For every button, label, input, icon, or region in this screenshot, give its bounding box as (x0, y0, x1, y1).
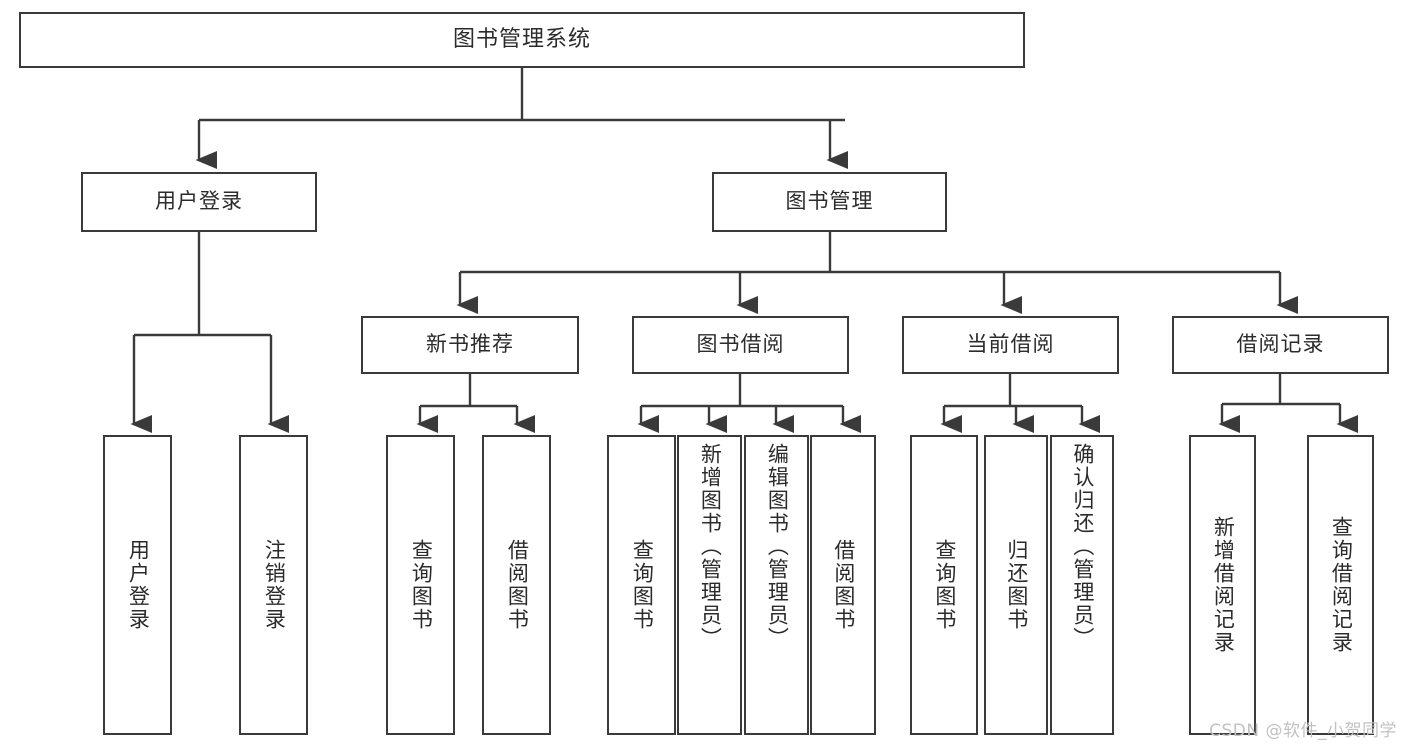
leaf-node[interactable]: 查询图书 (386, 435, 455, 735)
leaf-node[interactable]: 查询借阅记录 (1307, 435, 1374, 735)
node-book-management[interactable]: 图书管理 (712, 172, 947, 232)
leaf-node[interactable]: 新增图书（管理员） (677, 435, 742, 735)
leaf-label: 查询借阅记录 (1329, 516, 1354, 654)
leaf-node[interactable]: 注销登录 (239, 435, 308, 735)
leaf-label: 编辑图书（管理员） (765, 443, 790, 650)
leaf-node[interactable]: 查询图书 (607, 435, 676, 735)
leaf-node[interactable]: 借阅图书 (810, 435, 876, 735)
node-root-label: 图书管理系统 (452, 26, 591, 52)
leaf-node[interactable]: 归还图书 (984, 435, 1048, 735)
leaf-node[interactable]: 用户登录 (103, 435, 172, 735)
leaf-node[interactable]: 确认归还（管理员） (1050, 435, 1114, 735)
leaf-label: 借阅图书 (831, 539, 856, 631)
leaf-label: 查询图书 (932, 539, 957, 631)
leaf-label: 新增借阅记录 (1211, 516, 1236, 654)
leaf-label: 借阅图书 (505, 539, 530, 631)
node-label: 当前借阅 (966, 332, 1055, 357)
leaf-node[interactable]: 借阅图书 (482, 435, 551, 735)
node-book-borrowing[interactable]: 图书借阅 (632, 316, 849, 374)
leaf-node[interactable]: 新增借阅记录 (1189, 435, 1256, 735)
node-borrowing-record[interactable]: 借阅记录 (1172, 316, 1389, 374)
node-user-login[interactable]: 用户登录 (81, 172, 317, 232)
node-label: 图书借阅 (696, 332, 785, 357)
node-current-borrowing[interactable]: 当前借阅 (902, 316, 1119, 374)
leaf-node[interactable]: 查询图书 (910, 435, 978, 735)
leaf-label: 查询图书 (409, 539, 434, 631)
node-label: 借阅记录 (1236, 332, 1325, 357)
csdn-watermark: CSDN @软件_小贺同学 (1209, 721, 1397, 741)
leaf-label: 新增图书（管理员） (698, 443, 723, 650)
node-label: 用户登录 (155, 189, 243, 214)
leaf-label: 查询图书 (630, 539, 655, 631)
leaf-label: 用户登录 (126, 539, 151, 631)
leaf-label: 注销登录 (262, 539, 287, 631)
leaf-node[interactable]: 编辑图书（管理员） (744, 435, 809, 735)
node-book-management-system[interactable]: 图书管理系统 (19, 12, 1025, 68)
node-label: 新书推荐 (426, 332, 514, 357)
node-label: 图书管理 (785, 189, 874, 214)
leaf-label: 归还图书 (1004, 539, 1029, 631)
node-new-book-recommendation[interactable]: 新书推荐 (361, 316, 579, 374)
leaf-label: 确认归还（管理员） (1070, 443, 1095, 650)
